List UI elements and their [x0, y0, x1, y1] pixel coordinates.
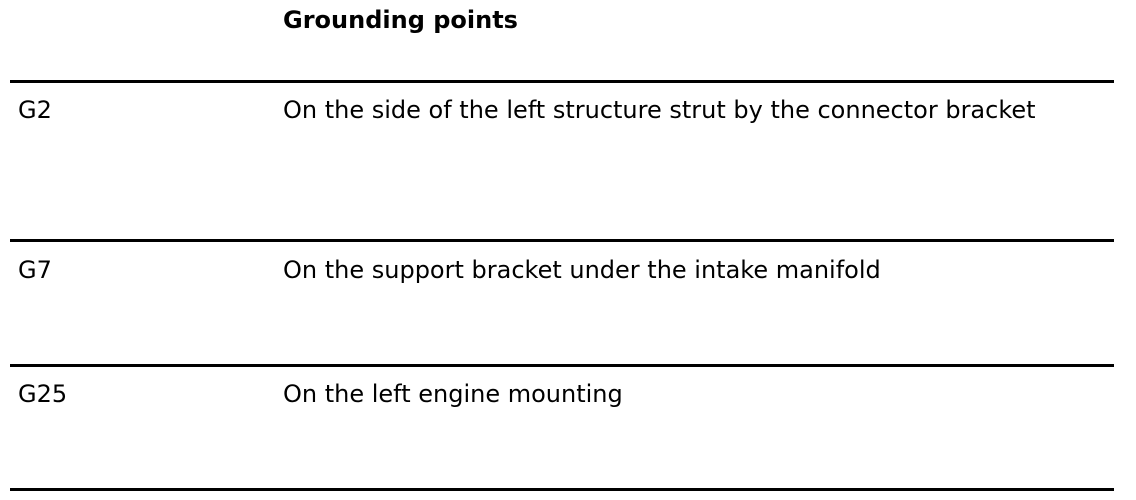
- table-row-divider: [10, 239, 1114, 242]
- ground-point-description: On the left engine mounting: [283, 380, 623, 408]
- ground-point-code: G7: [18, 256, 52, 284]
- ground-point-description: On the support bracket under the intake …: [283, 256, 881, 284]
- ground-point-code: G25: [18, 380, 68, 408]
- ground-point-code: G2: [18, 96, 52, 124]
- table-rule-top: [10, 80, 1114, 83]
- table-heading: Grounding points: [283, 6, 518, 34]
- table-row-divider: [10, 364, 1114, 367]
- ground-point-description: On the side of the left structure strut …: [283, 96, 1036, 124]
- table-rule-bottom: [10, 488, 1114, 491]
